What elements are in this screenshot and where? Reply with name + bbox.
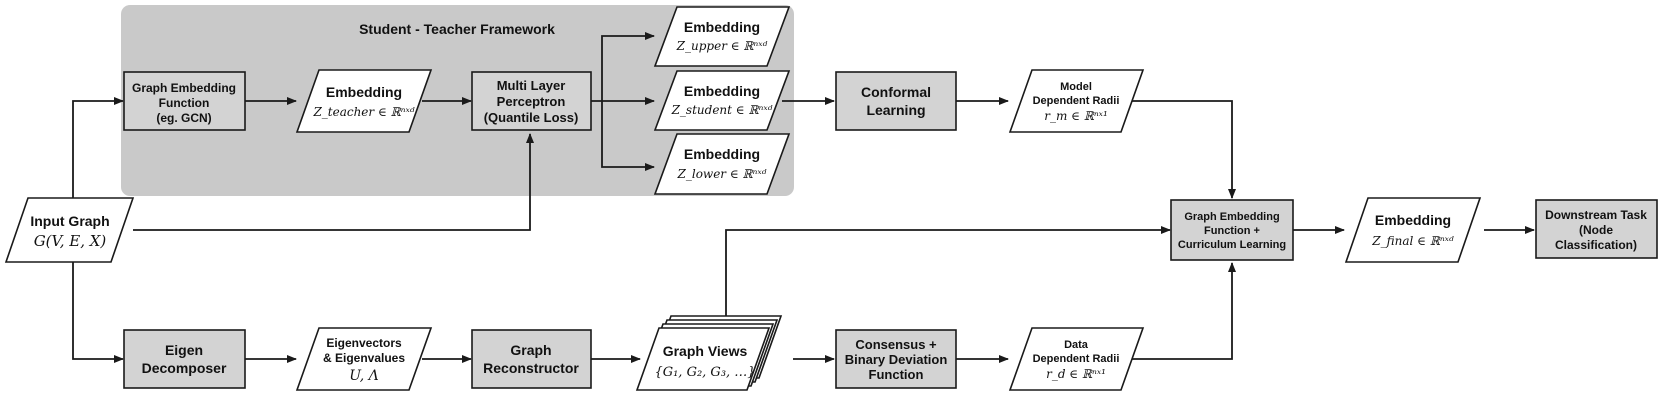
conformal-line-2: Learning <box>866 102 925 118</box>
teacher-embedding-title: Embedding <box>326 84 402 100</box>
graph-views-title: Graph Views <box>663 343 748 359</box>
node-curriculum-learning: Graph Embedding Function + Curriculum Le… <box>1170 199 1294 261</box>
framework-title: Student - Teacher Framework <box>359 21 555 37</box>
node-downstream-task: Downstream Task (Node Classification) <box>1535 199 1658 259</box>
data-radii-math: r_d ∈ ℝⁿˣ¹ <box>1046 367 1106 381</box>
mlp-line-3: (Quantile Loss) <box>484 110 579 125</box>
graph-views-math: {G₁, G₂, G₃, …} <box>654 365 755 380</box>
node-embedding-student: Embedding Z_student ∈ ℝⁿˣᵈ <box>653 70 791 131</box>
lower-embedding-math: Z_lower ∈ ℝⁿˣᵈ <box>677 167 767 181</box>
gcn-line-2: Function <box>159 96 210 110</box>
graph-view-layer-1 <box>635 327 771 391</box>
model-radii-math: r_m ∈ ℝⁿˣ¹ <box>1044 109 1108 123</box>
downstream-line-1: Downstream Task <box>1545 208 1647 222</box>
curriculum-line-3: Curriculum Learning <box>1178 239 1286 251</box>
node-embedding-upper: Embedding Z_upper ∈ ℝⁿˣᵈ <box>653 6 791 67</box>
edges <box>72 32 1535 363</box>
node-embedding-final: Embedding Z_final ∈ ℝⁿˣᵈ <box>1344 197 1482 263</box>
node-graph-views: Graph Views {G₁, G₂, G₃, …} <box>635 315 783 391</box>
node-mlp: Multi Layer Perceptron (Quantile Loss) <box>471 71 592 131</box>
data-radii-line-1: Data <box>1064 339 1089 351</box>
edge-mlp-to-upper <box>591 32 655 102</box>
gcn-line-3: (eg. GCN) <box>156 111 211 125</box>
mlp-line-1: Multi Layer <box>497 78 566 93</box>
edge-input-to-eigen <box>72 262 124 363</box>
eigenvectors-line-1: Eigenvectors <box>326 336 402 350</box>
teacher-embedding-math: Z_teacher ∈ ℝⁿˣᵈ <box>312 105 414 119</box>
node-embedding-teacher: Embedding Z_teacher ∈ ℝⁿˣᵈ <box>295 69 433 133</box>
student-embedding-title: Embedding <box>684 83 760 99</box>
consensus-line-2: Binary Deviation <box>845 352 948 367</box>
node-graph-embedding-function: Graph Embedding Function (eg. GCN) <box>123 71 246 131</box>
reconstructor-line-2: Reconstructor <box>483 360 579 376</box>
node-eigen-decomposer: Eigen Decomposer <box>123 329 246 389</box>
conformal-line-1: Conformal <box>861 84 931 100</box>
data-radii-line-2: Dependent Radii <box>1033 353 1120 365</box>
final-embedding-title: Embedding <box>1375 212 1451 228</box>
eigenvectors-math: U, Λ <box>349 368 379 384</box>
upper-embedding-math: Z_upper ∈ ℝⁿˣᵈ <box>676 39 768 53</box>
model-radii-line-1: Model <box>1060 81 1092 93</box>
eigen-decomposer-line-1: Eigen <box>165 342 203 358</box>
mlp-line-2: Perceptron <box>497 94 566 109</box>
edge-model-radii-to-curriculum <box>1130 100 1236 199</box>
edge-input-to-mlp <box>133 133 534 231</box>
student-embedding-math: Z_student ∈ ℝⁿˣᵈ <box>671 103 773 117</box>
consensus-line-3: Function <box>869 367 924 382</box>
node-embedding-lower: Embedding Z_lower ∈ ℝⁿˣᵈ <box>653 133 791 195</box>
curriculum-line-1: Graph Embedding <box>1184 211 1279 223</box>
consensus-line-1: Consensus + <box>855 337 937 352</box>
lower-embedding-title: Embedding <box>684 146 760 162</box>
node-data-dependent-radii: Data Dependent Radii r_d ∈ ℝⁿˣ¹ <box>1008 327 1145 391</box>
edge-mlp-to-lower <box>601 101 655 171</box>
input-graph-math: G(V, E, X) <box>34 232 107 250</box>
node-model-dependent-radii: Model Dependent Radii r_m ∈ ℝⁿˣ¹ <box>1008 69 1145 133</box>
upper-embedding-title: Embedding <box>684 19 760 35</box>
input-graph-title: Input Graph <box>30 213 109 229</box>
downstream-line-3: Classification) <box>1555 238 1637 252</box>
node-consensus: Consensus + Binary Deviation Function <box>835 329 957 389</box>
downstream-line-2: (Node <box>1579 223 1613 237</box>
curriculum-line-2: Function + <box>1204 225 1260 237</box>
gcn-line-1: Graph Embedding <box>132 81 236 95</box>
final-embedding-math: Z_final ∈ ℝⁿˣᵈ <box>1371 234 1454 248</box>
edge-views-to-curriculum <box>725 226 1171 316</box>
node-input-graph: Input Graph G(V, E, X) <box>4 197 135 263</box>
model-radii-line-2: Dependent Radii <box>1033 95 1120 107</box>
eigen-decomposer-line-2: Decomposer <box>142 360 227 376</box>
edge-input-to-gcn <box>72 97 124 198</box>
eigenvectors-line-2: & Eigenvalues <box>323 351 405 365</box>
reconstructor-line-1: Graph <box>510 342 551 358</box>
edge-data-radii-to-curriculum <box>1130 262 1236 360</box>
node-eigenvectors: Eigenvectors & Eigenvalues U, Λ <box>295 327 433 391</box>
node-conformal-learning: Conformal Learning <box>835 71 957 131</box>
node-graph-reconstructor: Graph Reconstructor <box>471 329 592 389</box>
